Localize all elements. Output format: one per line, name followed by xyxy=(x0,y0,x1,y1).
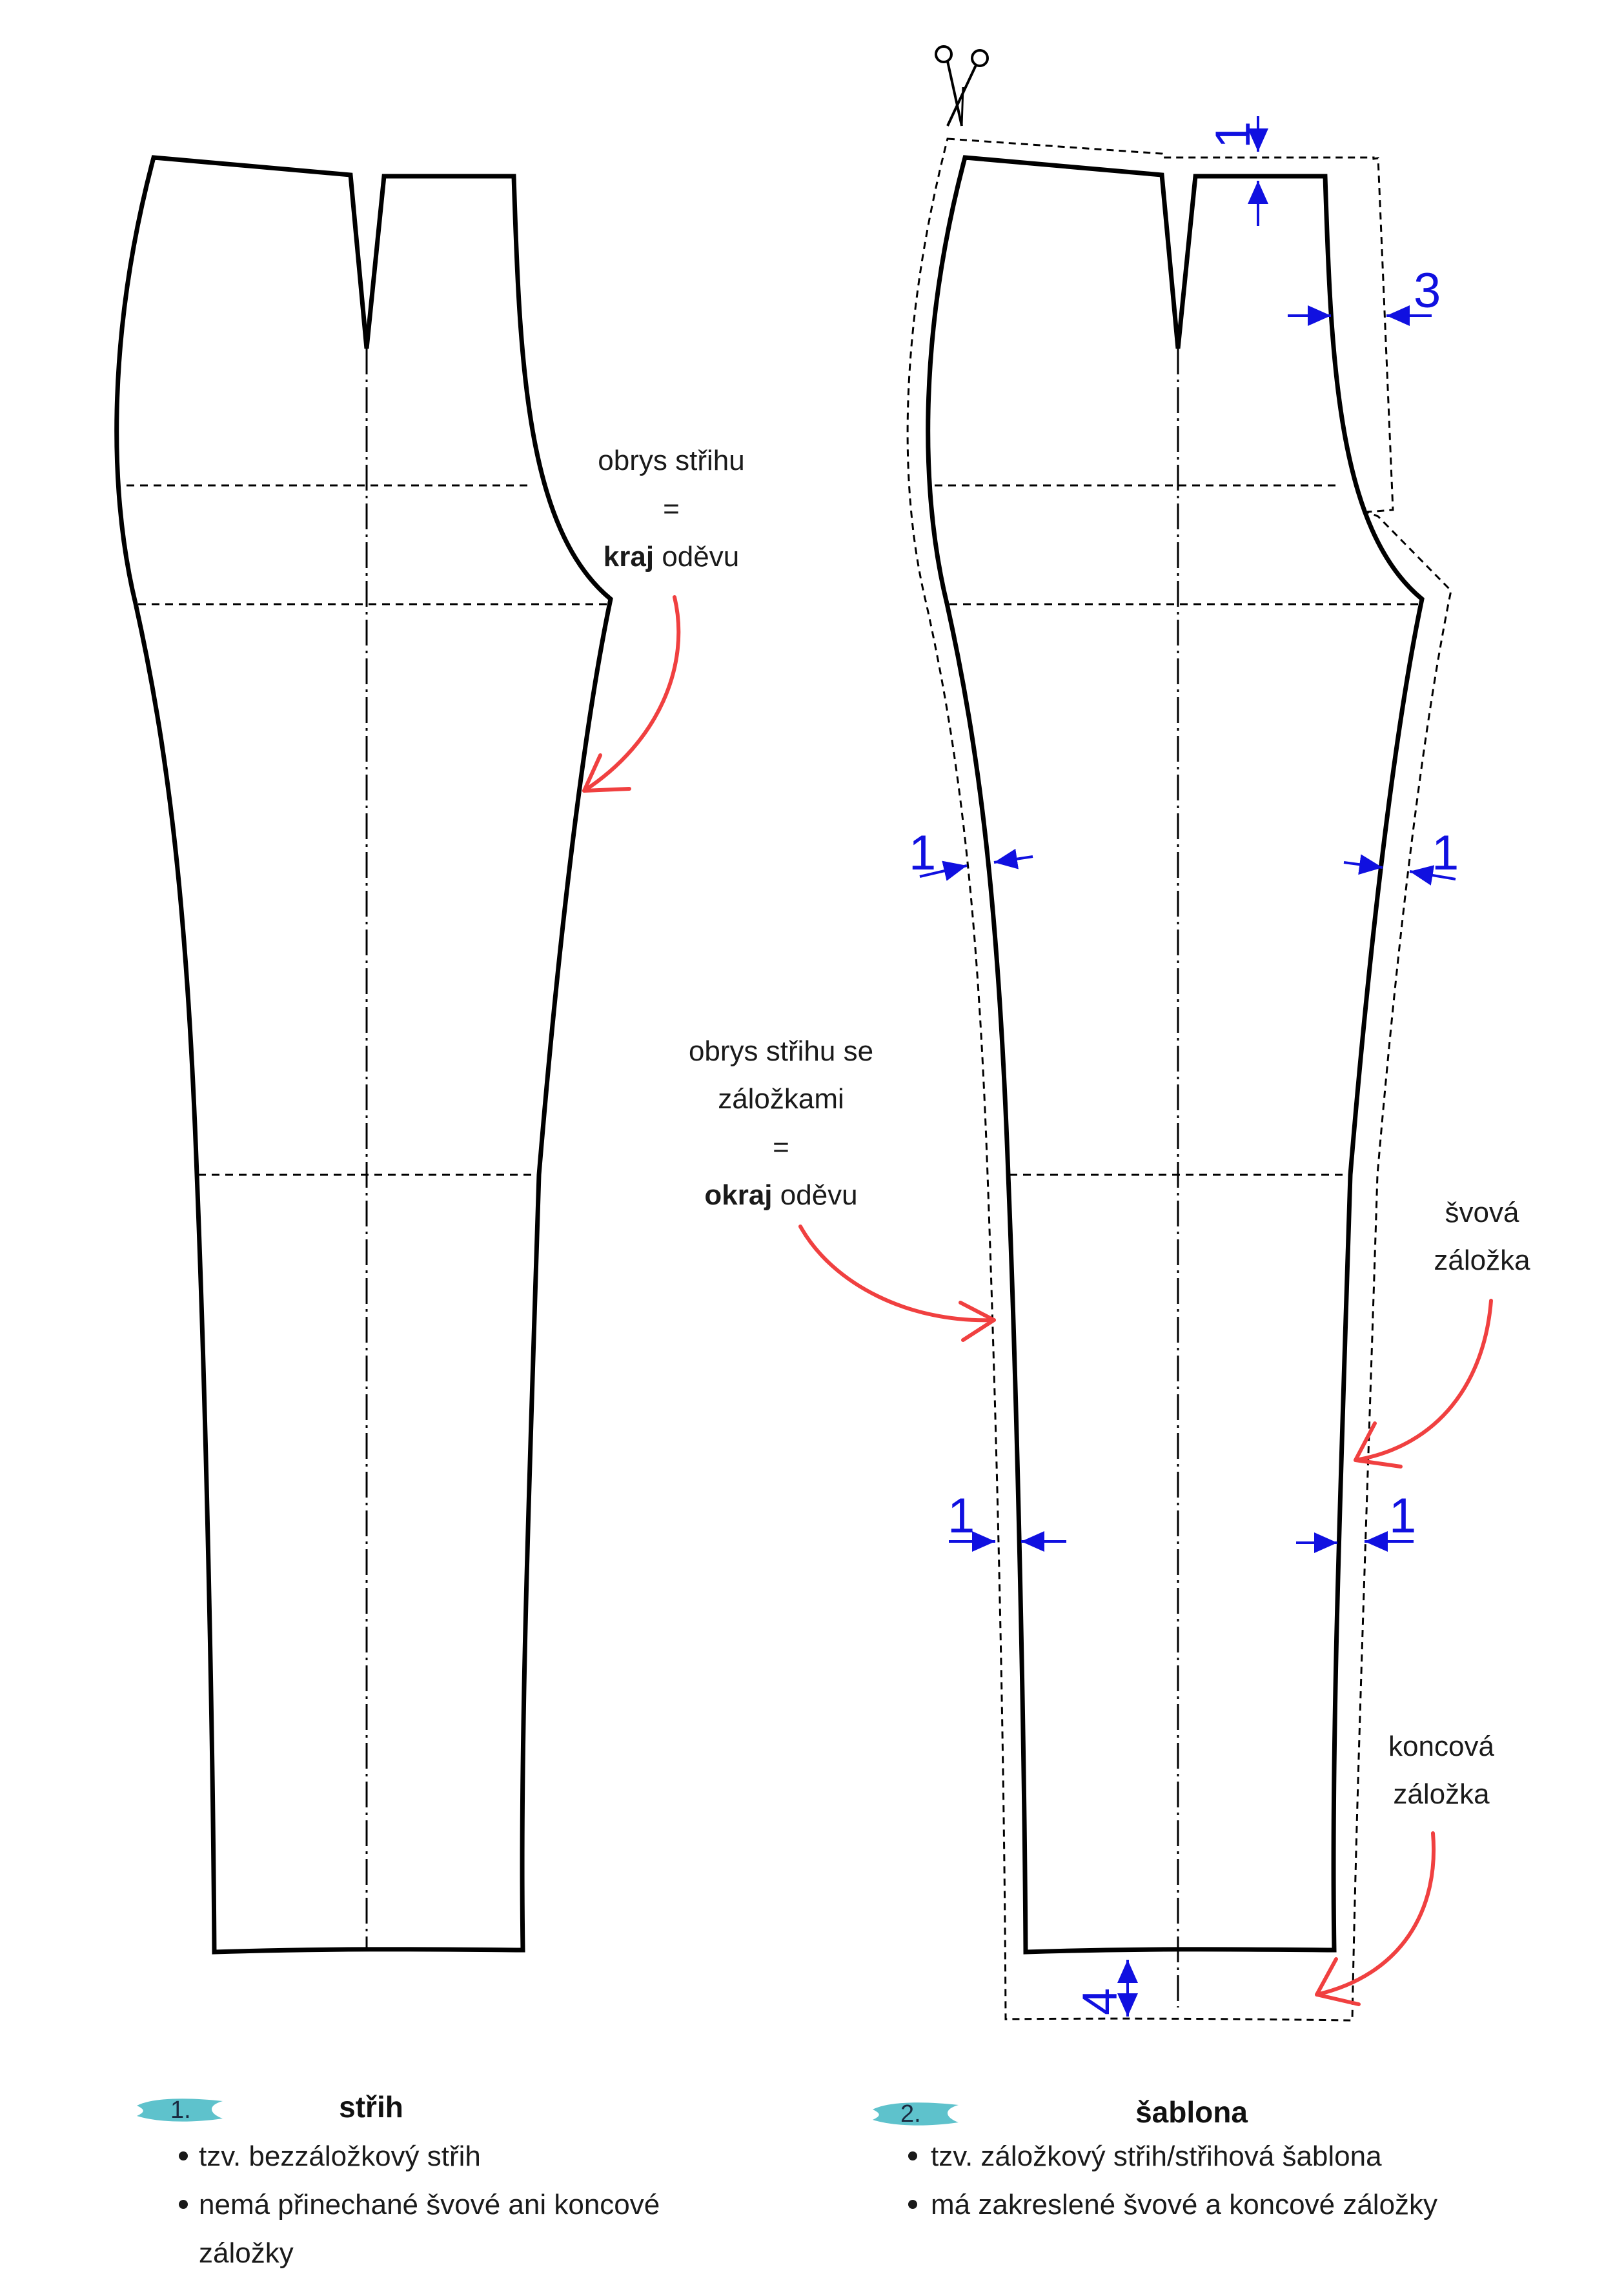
kraj-label-line1: obrys střihu xyxy=(598,445,744,476)
caption-2-title: šablona xyxy=(1135,2095,1248,2129)
svova-arrow xyxy=(1354,1299,1493,1469)
kraj-label-line2: = xyxy=(663,493,680,525)
dim-right-upper: 1 xyxy=(1343,826,1459,886)
dim-side-hip: 3 xyxy=(1288,263,1441,326)
okraj-arrow xyxy=(798,1225,996,1342)
caption-1-bullet-2: nemá přinechané švové ani koncové xyxy=(199,2189,660,2221)
dim-top: 1 xyxy=(1206,116,1268,226)
okraj-label-line2: záložkami xyxy=(718,1083,844,1115)
pattern-outline-right xyxy=(926,155,1425,2007)
dim-right-upper-value: 1 xyxy=(1432,826,1459,880)
caption-1-bullet-1: tzv. bezzáložkový střih xyxy=(199,2140,481,2172)
caption-1-badge xyxy=(137,2099,223,2122)
okraj-label-line1: obrys střihu se xyxy=(689,1035,873,1067)
bullet-dot xyxy=(908,2200,917,2209)
bullet-dot xyxy=(179,2200,188,2209)
okraj-label-line4: okraj oděvu xyxy=(704,1179,857,1211)
dim-left-lower: 1 xyxy=(948,1489,1066,1552)
scissors-icon xyxy=(935,45,989,127)
pattern-outline-left xyxy=(114,155,613,1955)
okraj-bold: okraj xyxy=(704,1179,772,1211)
caption-1-title: střih xyxy=(339,2090,403,2124)
dim-right-lower: 1 xyxy=(1296,1489,1416,1553)
dim-side-hip-value: 3 xyxy=(1414,263,1441,318)
dim-left-lower-value: 1 xyxy=(948,1489,975,1543)
okraj-label-line3: = xyxy=(773,1132,789,1163)
dim-left-upper: 1 xyxy=(909,826,1033,881)
kraj-arrow xyxy=(582,595,681,793)
dim-hem-value: 4 xyxy=(1073,1988,1128,2015)
caption-2: 2. šablona tzv. záložkový střih/střihová… xyxy=(873,2095,1437,2221)
caption-2-bullet-1: tzv. záložkový střih/střihová šablona xyxy=(931,2140,1382,2172)
koncova-arrow xyxy=(1315,1831,1436,2006)
caption-2-bullet-2: má zakreslené švové a koncové záložky xyxy=(931,2189,1437,2221)
caption-2-number: 2. xyxy=(900,2100,921,2128)
caption-1-number: 1. xyxy=(170,2097,191,2124)
caption-1-bullet-2-cont: záložky xyxy=(199,2237,294,2269)
dim-right-lower-value: 1 xyxy=(1389,1489,1416,1543)
seam-allowance-outline xyxy=(906,137,1452,2022)
bullet-dot xyxy=(179,2151,188,2160)
dim-left-upper-value: 1 xyxy=(909,826,936,880)
koncova-label-line2: záložka xyxy=(1393,1778,1490,1810)
kraj-bold: kraj xyxy=(604,541,654,573)
dim-top-value: 1 xyxy=(1206,121,1261,148)
svova-label-line1: švová xyxy=(1445,1197,1519,1228)
okraj-rest: oděvu xyxy=(773,1179,858,1211)
dim-hem: 4 xyxy=(1073,1960,1138,2017)
caption-1: 1. střih tzv. bezzáložkový střih nemá př… xyxy=(137,2090,660,2269)
kraj-rest: oděvu xyxy=(654,541,739,573)
caption-2-badge xyxy=(873,2102,959,2126)
bullet-dot xyxy=(908,2151,917,2160)
kraj-label-line3: kraj oděvu xyxy=(604,541,739,573)
koncova-label-line1: koncová xyxy=(1388,1731,1494,1762)
svova-label-line2: záložka xyxy=(1434,1245,1530,1276)
